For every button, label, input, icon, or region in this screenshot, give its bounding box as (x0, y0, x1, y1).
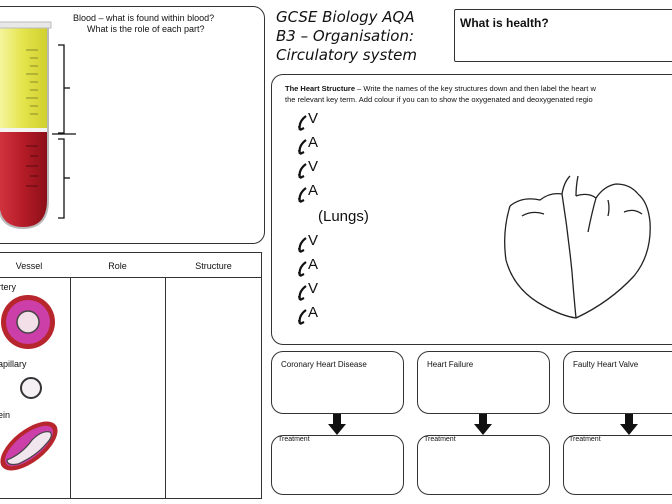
header-vessel: Vessel (15, 261, 43, 271)
treatment-box-faulty-valve (563, 435, 672, 495)
curved-arrow-icon (297, 309, 307, 325)
title-line-3: Circulatory system (276, 46, 418, 64)
vein-image (0, 421, 58, 471)
header-role: Role (108, 261, 127, 271)
curved-arrow-icon (297, 163, 307, 179)
treatment-label-coronary: Treatment (278, 436, 310, 443)
disease-label-coronary: Coronary Heart Disease (281, 360, 367, 369)
heart-structure-box (271, 74, 672, 345)
heart-outline-image (504, 175, 651, 319)
disease-label-heart-failure: Heart Failure (427, 360, 474, 369)
heart-instructions-1: The Heart Structure – Write the names of… (285, 84, 596, 93)
blood-heading-2: What is the role of each part? (87, 24, 205, 34)
treatment-label-faulty-valve: Treatment (569, 436, 601, 443)
vessel-artery-label: rtery (0, 282, 16, 292)
heart-heading: The Heart Structure (285, 84, 356, 93)
curved-arrow-icon (297, 139, 307, 155)
curved-arrow-icon (297, 115, 307, 131)
disease-box-faulty-valve (563, 351, 672, 414)
title-block (269, 6, 445, 68)
heart-instruction-text: – Write the names of the key structures … (355, 84, 596, 93)
down-arrow-icon (474, 414, 492, 435)
vessel-capillary-label: apillary (0, 359, 27, 369)
title-line-2: B3 – Organisation: (276, 27, 415, 45)
vessel-table (0, 252, 262, 499)
header-structure: Structure (195, 261, 232, 271)
curved-arrow-icon (297, 261, 307, 277)
disease-box-heart-failure (417, 351, 550, 414)
curved-arrow-icon (297, 285, 307, 301)
curved-arrow-icon (297, 237, 307, 253)
treatment-box-heart-failure (417, 435, 550, 495)
artery-image (1, 295, 55, 349)
capillary-image (20, 377, 42, 399)
health-box (454, 9, 672, 62)
vessel-vein-label: ein (0, 410, 11, 420)
test-tube-image (0, 21, 76, 230)
disease-label-faulty-valve: Faulty Heart Valve (573, 360, 639, 369)
curved-arrow-icon (297, 187, 307, 203)
down-arrow-icon (328, 414, 346, 435)
treatment-label-heart-failure: Treatment (424, 436, 456, 443)
disease-box-coronary (271, 351, 404, 414)
blood-heading-1: Blood – what is found within blood? (73, 13, 215, 23)
health-label: What is health? (460, 16, 549, 30)
treatment-box-coronary (271, 435, 404, 495)
title-line-1: GCSE Biology AQA (276, 8, 415, 26)
lungs-label: (Lungs) (318, 208, 369, 225)
down-arrow-icon (620, 414, 638, 435)
heart-instructions-2: the relevant key term. Add colour if you… (285, 95, 593, 104)
